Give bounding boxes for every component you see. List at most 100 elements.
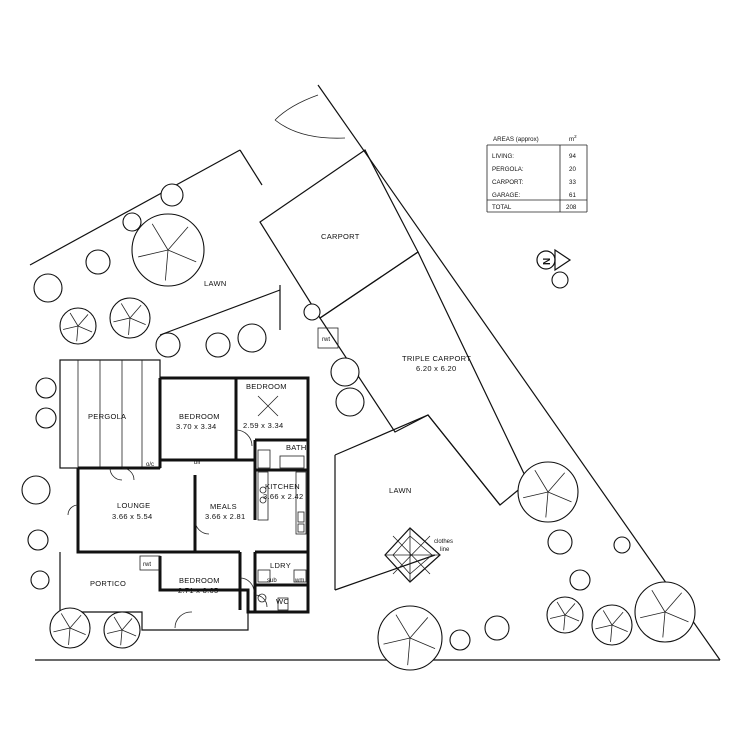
tree-branch xyxy=(409,617,429,639)
tree-branch xyxy=(167,249,197,263)
tree-branch xyxy=(63,325,79,330)
house-walls xyxy=(59,359,310,631)
tree-icon xyxy=(205,332,231,358)
tree-icon xyxy=(122,212,142,232)
rainwater-tanks xyxy=(139,327,339,571)
lawn-right-label: LAWN xyxy=(389,486,412,495)
tree-branch xyxy=(664,592,683,613)
tree-icon xyxy=(33,273,63,303)
areas-row-value: 61 xyxy=(569,192,576,199)
tree-icon xyxy=(547,529,573,555)
lawn-right-outline xyxy=(334,414,501,591)
tree-branch xyxy=(595,624,613,630)
tree-branch xyxy=(545,491,549,518)
tree-branch xyxy=(113,317,131,323)
wc-fixtures xyxy=(257,569,307,611)
tree-icon xyxy=(155,332,181,358)
bedroom2-label: BEDROOM xyxy=(246,382,287,391)
tree-branch xyxy=(120,303,131,319)
tree-branch xyxy=(611,611,624,626)
areas-unit: m2 xyxy=(569,134,577,143)
carport-label: CARPORT xyxy=(321,232,360,241)
tree-icon xyxy=(613,536,631,554)
areas-table: AREAS (approx) m2 LIVING: 94 PERGOLA: 20… xyxy=(486,134,588,213)
tree-branch xyxy=(129,317,146,325)
tree-icon xyxy=(35,407,57,429)
tree-branch xyxy=(407,637,411,666)
gate xyxy=(239,94,346,186)
areas-row-value: 20 xyxy=(569,166,576,173)
areas-row-value: 33 xyxy=(569,179,576,186)
bedroom3-label: BEDROOM xyxy=(179,576,220,585)
bedroom1-dim: 3.70 x 3.34 xyxy=(176,422,216,431)
lawn-edge xyxy=(159,285,281,336)
room-labels: CARPORT LAWN TRIPLE CARPORT 6.20 x 6.20 … xyxy=(88,232,471,606)
tree-branch xyxy=(69,312,79,327)
meals-label: MEALS xyxy=(210,502,237,511)
kitchen-label: KITCHEN xyxy=(265,482,300,491)
tree-branch xyxy=(664,611,689,623)
tree-branch xyxy=(167,226,189,251)
oc-label: o/c xyxy=(146,462,154,468)
tree-branch xyxy=(129,304,142,319)
tree-icon xyxy=(237,323,267,353)
property-boundary xyxy=(29,84,721,661)
bedroom1-label: BEDROOM xyxy=(179,412,220,421)
sub-label: sub xyxy=(267,578,277,584)
tree-branch xyxy=(395,614,411,639)
kitchen-benches xyxy=(257,471,307,535)
tree-icon xyxy=(160,183,184,207)
kitchen-dim: 3.66 x 2.42 xyxy=(263,492,303,501)
tree-branch xyxy=(113,616,123,631)
blr-label: blr xyxy=(194,460,201,466)
tree-icon xyxy=(569,569,591,591)
tree-branch xyxy=(128,317,131,335)
meals-dim: 3.66 x 2.81 xyxy=(205,512,245,521)
north-compass-icon: N xyxy=(536,248,572,272)
tree-branch xyxy=(121,629,137,637)
tree-icon xyxy=(330,357,360,387)
clothes-line-label: clothes xyxy=(434,539,453,545)
wm-label: wm xyxy=(294,578,304,584)
tree-icon xyxy=(551,271,569,289)
bedroom2-dim: 2.59 x 3.34 xyxy=(243,421,283,430)
wc-label: WC xyxy=(276,597,289,606)
tree-branch xyxy=(151,223,169,251)
door-swings xyxy=(67,429,268,629)
tree-branch xyxy=(610,624,613,642)
tree-branch xyxy=(383,637,411,645)
lounge-dim: 3.66 x 5.54 xyxy=(112,512,152,521)
tree-branch xyxy=(563,614,566,631)
bath-fixtures xyxy=(257,449,305,469)
tree-branch xyxy=(68,627,71,645)
tree-branch xyxy=(107,629,123,634)
tree-branch xyxy=(651,589,666,613)
tree-icon xyxy=(35,377,57,399)
tree-branch xyxy=(640,611,666,619)
tree-branch xyxy=(556,601,566,616)
tree-branch xyxy=(564,603,576,616)
tree-branch xyxy=(77,314,89,327)
tree-branch xyxy=(550,614,566,619)
tree-branch xyxy=(121,618,133,631)
bedroom3-dim: 2.71 x 3.65 xyxy=(178,586,218,595)
areas-title: AREAS (approx) xyxy=(493,136,539,143)
tree-icon xyxy=(21,475,51,505)
tree-branch xyxy=(69,627,86,635)
areas-row-label: GARAGE: xyxy=(492,192,520,199)
tree-branch xyxy=(534,469,549,493)
rwt-label-portico: rwt xyxy=(143,562,151,568)
portico-label: PORTICO xyxy=(90,579,126,588)
areas-total-value: 208 xyxy=(566,204,577,211)
ldry-label: LDRY xyxy=(270,561,291,570)
tree-icon xyxy=(335,387,365,417)
tree-icon xyxy=(449,629,471,651)
rwt-label-carport: rwt xyxy=(322,337,330,343)
tree-icon xyxy=(85,249,111,275)
lawn-top-label: LAWN xyxy=(204,279,227,288)
tree-icon xyxy=(303,303,321,321)
trees xyxy=(21,183,696,671)
tree-icon xyxy=(30,570,50,590)
bath-label: BATH xyxy=(286,443,307,452)
areas-row-label: CARPORT: xyxy=(492,179,523,186)
